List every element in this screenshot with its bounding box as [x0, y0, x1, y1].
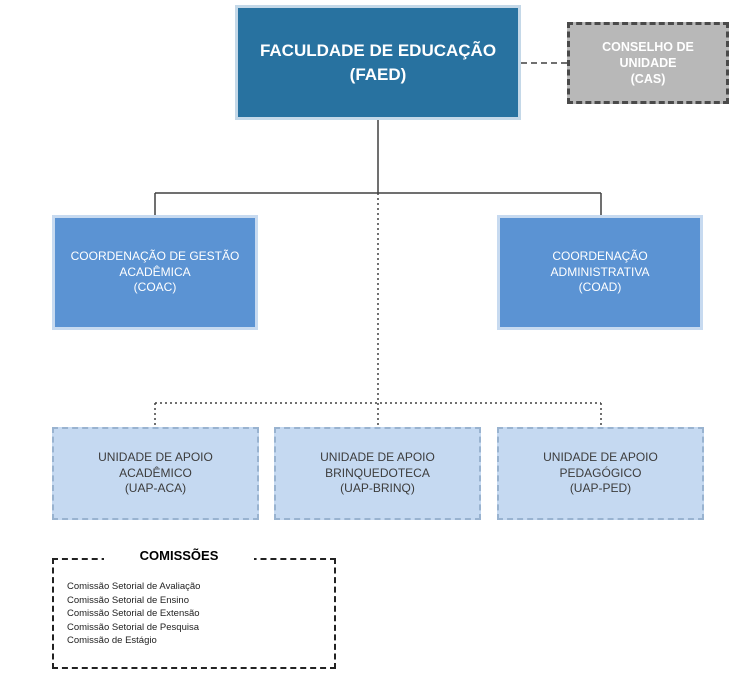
comissao-item: Comissão Setorial de Ensino: [67, 594, 189, 606]
comissoes-list: Comissão Setorial de Avaliação Comissão …: [67, 580, 200, 648]
uap-aca-box: UNIDADE DE APOIO ACADÊMICO (UAP-ACA): [52, 427, 259, 520]
uap-ped-line-2: PEDAGÓGICO: [559, 465, 642, 480]
faed-box: FACULDADE DE EDUCAÇÃO (FAED): [235, 5, 521, 120]
uap-aca-acronym: (UAP-ACA): [124, 481, 187, 496]
faed-name: FACULDADE DE EDUCAÇÃO: [259, 41, 497, 61]
comissoes-title: COMISSÕES: [104, 548, 254, 563]
coac-line-1: COORDENAÇÃO DE GESTÃO: [70, 248, 240, 263]
comissao-item: Comissão de Estágio: [67, 635, 157, 647]
uap-brinq-line-2: BRINQUEDOTECA: [325, 465, 430, 480]
coac-line-2: ACADÊMICA: [119, 264, 191, 279]
cas-acronym: (CAS): [630, 72, 666, 87]
comissao-item: Comissão Setorial de Avaliação: [67, 581, 201, 592]
uap-aca-line-1: UNIDADE DE APOIO: [98, 449, 213, 464]
comissao-item: Comissão Setorial de Extensão: [67, 608, 200, 620]
uap-brinq-line-1: UNIDADE DE APOIO: [320, 449, 435, 464]
comissao-item: Comissão Setorial de Pesquisa: [67, 621, 200, 633]
uap-aca-line-2: ACADÊMICO: [119, 465, 192, 480]
coad-line-1: COORDENAÇÃO: [552, 248, 648, 263]
coad-acronym: (COAD): [578, 280, 622, 295]
cas-box: CONSELHO DE UNIDADE (CAS): [567, 22, 729, 104]
coad-box: COORDENAÇÃO ADMINISTRATIVA (COAD): [497, 215, 703, 330]
uap-ped-box: UNIDADE DE APOIO PEDAGÓGICO (UAP-PED): [497, 427, 704, 520]
coac-box: COORDENAÇÃO DE GESTÃO ACADÊMICA (COAC): [52, 215, 258, 330]
uap-ped-acronym: (UAP-PED): [569, 481, 632, 496]
uap-ped-line-1: UNIDADE DE APOIO: [543, 449, 658, 464]
coac-acronym: (COAC): [133, 280, 177, 295]
comissoes-box: COMISSÕES Comissão Setorial de Avaliação…: [52, 548, 336, 669]
cas-line-1: CONSELHO DE: [602, 39, 694, 54]
faed-acronym: (FAED): [349, 64, 407, 84]
coad-line-2: ADMINISTRATIVA: [550, 264, 650, 279]
cas-line-2: UNIDADE: [619, 55, 677, 70]
uap-brinq-acronym: (UAP-BRINQ): [340, 481, 415, 496]
uap-brinq-box: UNIDADE DE APOIO BRINQUEDOTECA (UAP-BRIN…: [274, 427, 481, 520]
